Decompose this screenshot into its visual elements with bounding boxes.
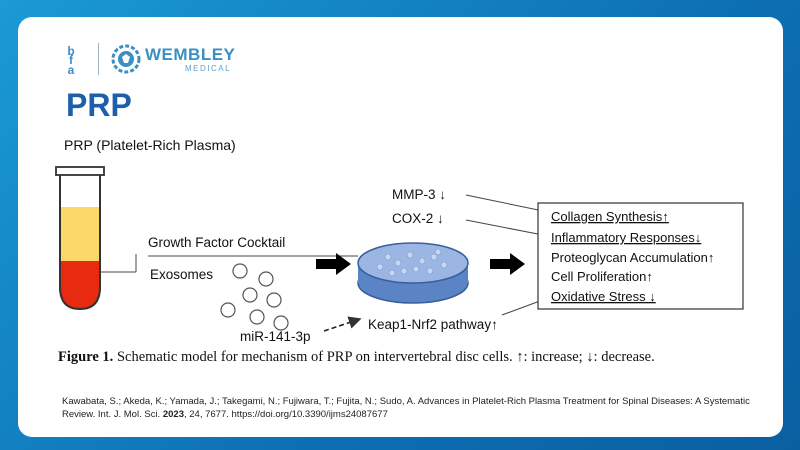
flow-arrow-1 bbox=[316, 253, 351, 275]
outcome-collagen: Collagen Synthesis↑ bbox=[551, 209, 669, 224]
citation-end: , 24, 7677. https://doi.org/10.3390/ijms… bbox=[183, 409, 388, 420]
mechanism-diagram: PRP (Platelet-Rich Plasma) Growth Factor… bbox=[55, 137, 744, 365]
svg-text:b: b bbox=[67, 44, 74, 58]
citation-year: 2023 bbox=[162, 409, 184, 420]
mmp3-label: MMP-3 ↓ bbox=[392, 187, 446, 202]
logo-divider bbox=[98, 43, 99, 75]
wembley-logo-icon bbox=[111, 44, 141, 74]
flow-arrow-2 bbox=[490, 253, 525, 275]
svg-text:a: a bbox=[68, 63, 75, 76]
svg-text:f: f bbox=[69, 53, 74, 67]
brand-subtitle: MEDICAL bbox=[185, 63, 232, 73]
tube-label: PRP (Platelet-Rich Plasma) bbox=[64, 137, 236, 153]
bfa-logo: b f a bbox=[67, 44, 75, 76]
citation-main: Kawabata, S.; Akeda, K.; Yamada, J.; Tak… bbox=[62, 396, 750, 420]
brand-name: WEMBLEY bbox=[145, 44, 236, 64]
slide: b f a WEMBLEY MEDICAL PRP PRP (Platelet-… bbox=[18, 17, 783, 437]
test-tube-icon bbox=[55, 166, 105, 311]
outcomes-box bbox=[537, 202, 744, 310]
outcome-inflammatory: Inflammatory Responses↓ bbox=[551, 230, 701, 245]
mir-label: miR-141-3p bbox=[240, 329, 311, 344]
mmp3-arrow bbox=[465, 194, 549, 215]
outcome-proteoglycan: Proteoglycan Accumulation↑ bbox=[551, 250, 714, 265]
caption-text: Schematic model for mechanism of PRP on … bbox=[113, 349, 654, 365]
cox2-label: COX-2 ↓ bbox=[392, 211, 444, 226]
mir-arrow bbox=[323, 316, 362, 332]
exosomes-label: Exosomes bbox=[150, 267, 213, 282]
outcome-proliferation: Cell Proliferation↑ bbox=[551, 269, 653, 284]
page-title: PRP bbox=[66, 87, 132, 123]
outcome-oxidative: Oxidative Stress ↓ bbox=[551, 289, 656, 304]
growth-factor-label: Growth Factor Cocktail bbox=[148, 235, 285, 250]
keap-label: Keap1-Nrf2 pathway↑ bbox=[368, 317, 498, 332]
exosome-particles bbox=[220, 263, 289, 331]
figure-caption: Figure 1. Schematic model for mechanism … bbox=[58, 349, 655, 365]
petri-dish-icon bbox=[357, 242, 469, 304]
citation: Kawabata, S.; Akeda, K.; Yamada, J.; Tak… bbox=[62, 395, 752, 421]
cox2-arrow bbox=[465, 219, 549, 239]
caption-label: Figure 1. bbox=[58, 349, 113, 365]
logo-bar: b f a WEMBLEY MEDICAL bbox=[54, 39, 235, 79]
